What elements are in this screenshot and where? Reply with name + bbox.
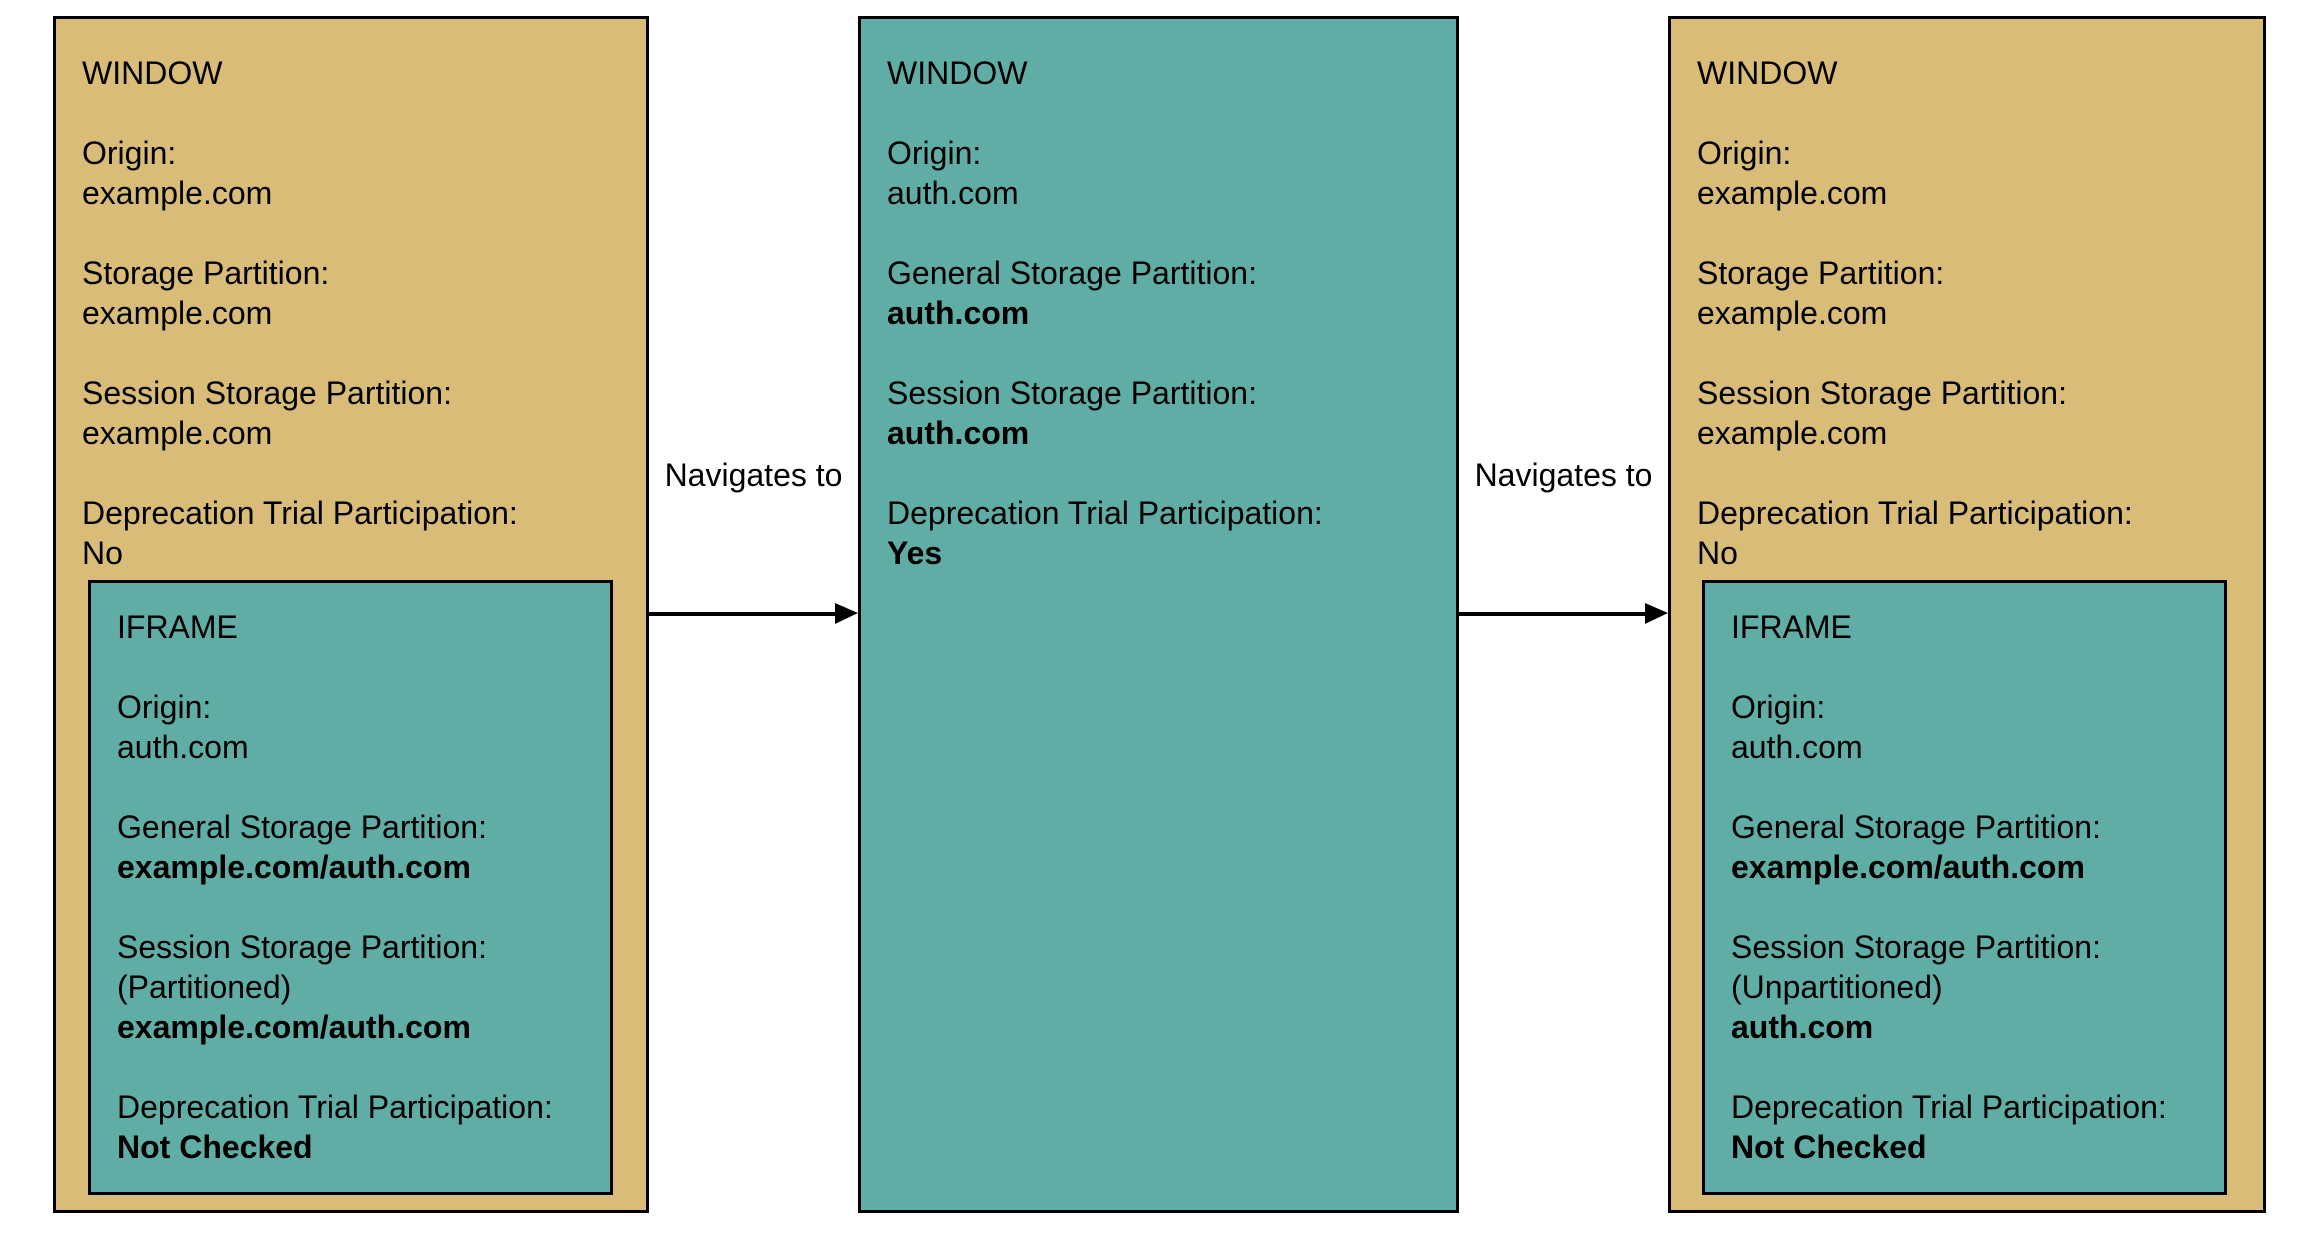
- field-value: example.com/auth.com: [117, 849, 471, 885]
- field-value: auth.com: [117, 729, 249, 765]
- field-label: Deprecation Trial Participation:: [82, 495, 518, 531]
- field-value: auth.com: [887, 295, 1030, 331]
- field-value: example.com: [1697, 415, 1888, 451]
- field-label: Session Storage Partition:: [887, 375, 1257, 411]
- field-label: Deprecation Trial Participation:: [117, 1089, 553, 1125]
- field-origin: Origin: auth.com: [1731, 687, 2198, 767]
- field-general-storage-partition: General Storage Partition: example.com/a…: [1731, 807, 2198, 887]
- field-label: Storage Partition:: [1697, 255, 1945, 291]
- field-deprecation-trial: Deprecation Trial Participation: No: [82, 493, 620, 573]
- field-value: example.com: [82, 415, 273, 451]
- field-origin: Origin: auth.com: [117, 687, 584, 767]
- field-value: auth.com: [1731, 729, 1863, 765]
- field-session-storage-partition: Session Storage Partition: example.com: [82, 373, 620, 453]
- field-label: Deprecation Trial Participation:: [1731, 1089, 2167, 1125]
- window-box-1: WINDOW Origin: example.com Storage Parti…: [53, 16, 649, 1213]
- field-value: No: [1697, 535, 1738, 571]
- field-value: Not Checked: [117, 1129, 313, 1165]
- field-value: (Unpartitioned): [1731, 969, 1943, 1005]
- field-session-storage-partition: Session Storage Partition: auth.com: [887, 373, 1430, 453]
- field-label: General Storage Partition:: [887, 255, 1257, 291]
- field-label: General Storage Partition:: [117, 809, 487, 845]
- field-value: No: [82, 535, 123, 571]
- field-label: Storage Partition:: [82, 255, 330, 291]
- field-label: Session Storage Partition:: [1697, 375, 2067, 411]
- field-label: Session Storage Partition:: [1731, 929, 2101, 965]
- field-label: Deprecation Trial Participation:: [1697, 495, 2133, 531]
- window-box-3: WINDOW Origin: example.com Storage Parti…: [1668, 16, 2266, 1213]
- field-value: example.com: [1697, 295, 1888, 331]
- iframe-title: IFRAME: [117, 609, 238, 645]
- field-label: Origin:: [887, 135, 982, 171]
- field-general-storage-partition: General Storage Partition: example.com/a…: [117, 807, 584, 887]
- navigates-arrow-1: [649, 603, 858, 624]
- field-value: example.com: [82, 175, 273, 211]
- field-deprecation-trial: Deprecation Trial Participation: Yes: [887, 493, 1430, 573]
- field-deprecation-trial: Deprecation Trial Participation: No: [1697, 493, 2237, 573]
- field-value: auth.com: [887, 415, 1030, 451]
- navigates-to-label-2: Navigates to: [1474, 457, 1653, 493]
- field-label: Session Storage Partition:: [117, 929, 487, 965]
- field-storage-partition: Storage Partition: example.com: [82, 253, 620, 333]
- field-storage-partition: Storage Partition: example.com: [1697, 253, 2237, 333]
- arrow-line: [1459, 612, 1654, 616]
- field-label: General Storage Partition:: [1731, 809, 2101, 845]
- field-deprecation-trial: Deprecation Trial Participation: Not Che…: [117, 1087, 584, 1167]
- iframe-box-1: IFRAME Origin: auth.com General Storage …: [88, 580, 613, 1195]
- navigates-arrow-2: [1459, 603, 1668, 624]
- field-deprecation-trial: Deprecation Trial Participation: Not Che…: [1731, 1087, 2198, 1167]
- arrow-line: [649, 612, 844, 616]
- field-label: Origin:: [1731, 689, 1826, 725]
- window-title: WINDOW: [887, 55, 1028, 91]
- field-session-storage-partition: Session Storage Partition: (Partitioned)…: [117, 927, 584, 1047]
- field-label: Origin:: [117, 689, 212, 725]
- field-session-storage-partition: Session Storage Partition: example.com: [1697, 373, 2237, 453]
- iframe-title: IFRAME: [1731, 609, 1852, 645]
- field-label: Origin:: [82, 135, 177, 171]
- field-origin: Origin: example.com: [1697, 133, 2237, 213]
- navigates-to-label-1: Navigates to: [664, 457, 843, 493]
- field-label: Session Storage Partition:: [82, 375, 452, 411]
- window-title: WINDOW: [1697, 55, 1838, 91]
- field-value: example.com/auth.com: [117, 1009, 471, 1045]
- window-box-2: WINDOW Origin: auth.com General Storage …: [858, 16, 1459, 1213]
- field-value: (Partitioned): [117, 969, 292, 1005]
- field-value: auth.com: [887, 175, 1019, 211]
- field-value: example.com: [82, 295, 273, 331]
- field-value: Not Checked: [1731, 1129, 1927, 1165]
- field-session-storage-partition: Session Storage Partition: (Unpartitione…: [1731, 927, 2198, 1047]
- field-general-storage-partition: General Storage Partition: auth.com: [887, 253, 1430, 333]
- window-title: WINDOW: [82, 55, 223, 91]
- arrow-head-icon: [835, 603, 858, 624]
- field-origin: Origin: auth.com: [887, 133, 1430, 213]
- field-value: auth.com: [1731, 1009, 1874, 1045]
- field-value: example.com/auth.com: [1731, 849, 2085, 885]
- field-value: Yes: [887, 535, 943, 571]
- field-value: example.com: [1697, 175, 1888, 211]
- field-origin: Origin: example.com: [82, 133, 620, 213]
- iframe-box-2: IFRAME Origin: auth.com General Storage …: [1702, 580, 2227, 1195]
- arrow-head-icon: [1645, 603, 1668, 624]
- field-label: Origin:: [1697, 135, 1792, 171]
- field-label: Deprecation Trial Participation:: [887, 495, 1323, 531]
